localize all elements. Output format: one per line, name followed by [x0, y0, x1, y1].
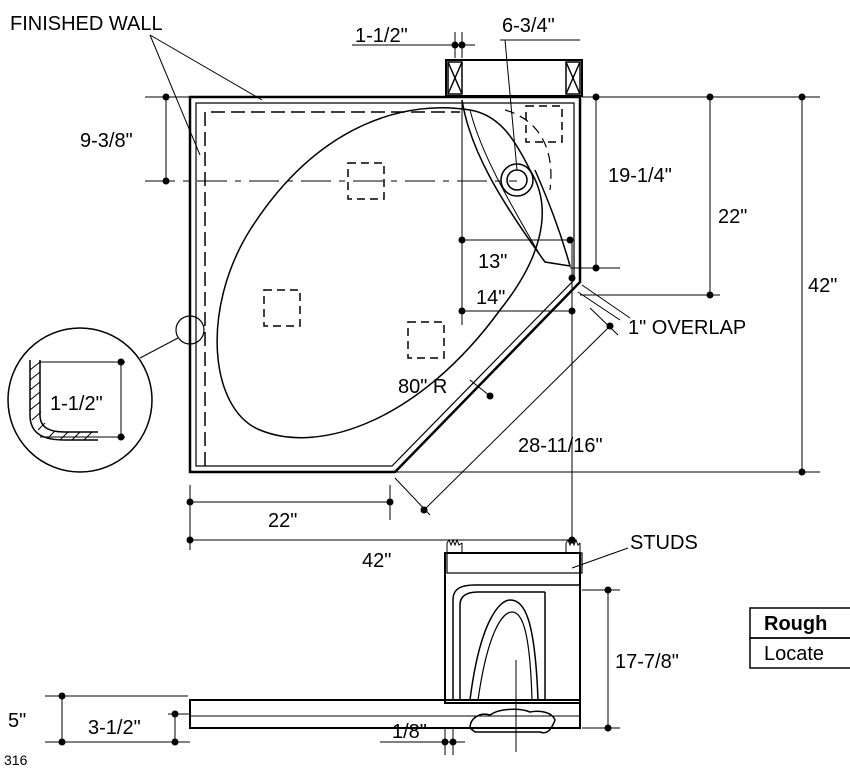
dim-22-bottom: 22" [268, 510, 297, 532]
dashed-square-4 [525, 105, 563, 143]
drain-body [469, 708, 556, 734]
dashed-square-2 [263, 289, 301, 327]
dim-1-1-2-top: 1-1/2" [355, 25, 408, 47]
dim-14: 14" [476, 287, 505, 309]
elevation-arch [469, 599, 539, 701]
elevation-seat [444, 552, 581, 704]
drain-inner [506, 169, 528, 191]
wall-block-cross-right [565, 61, 581, 95]
table-header: Rough [764, 613, 827, 635]
dim-1-1-2-detail: 1-1/2" [50, 393, 103, 415]
detail-callout-large [7, 327, 153, 473]
basin-oval [216, 107, 543, 439]
dim-42-bottom: 42" [362, 550, 391, 572]
dim-5: 5" [8, 710, 26, 732]
page-number: 316 [4, 752, 28, 768]
dim-6-3-4: 6-3/4" [502, 15, 555, 37]
seat-curve-inner [469, 109, 541, 256]
dashed-square-1 [347, 162, 385, 200]
finished-wall-label: FINISHED WALL [10, 13, 163, 35]
dim-1-8: 1/8" [392, 721, 427, 743]
overlap-label: 1" OVERLAP [628, 317, 746, 339]
detail-profile [29, 358, 125, 441]
dim-13: 13" [478, 251, 507, 273]
dim-22-right: 22" [718, 206, 747, 228]
dashed-square-3 [407, 321, 445, 359]
dim-9-3-8: 9-3/8" [80, 130, 133, 152]
seat-dashed [504, 109, 552, 191]
dim-17-7-8: 17-7/8" [615, 651, 679, 673]
rough-table [749, 607, 850, 669]
dim-19-1-4: 19-1/4" [608, 165, 672, 187]
studs-label: STUDS [630, 532, 698, 554]
table-row-1: Locate [764, 643, 824, 665]
dim-28-11-16: 28-11/16" [518, 435, 603, 457]
dim-3-1-2: 3-1/2" [88, 717, 141, 739]
dim-42-right: 42" [808, 275, 837, 297]
finished-wall-dashed [204, 111, 460, 466]
wall-block-cross-left [447, 61, 463, 95]
wall-block [445, 59, 583, 97]
detail-callout-small [175, 315, 205, 345]
radius-label: 80" R [398, 376, 447, 398]
drain-outer [500, 163, 534, 197]
base-inner-line [195, 102, 575, 467]
elevation-base [189, 699, 581, 729]
seat-curve [461, 99, 572, 267]
